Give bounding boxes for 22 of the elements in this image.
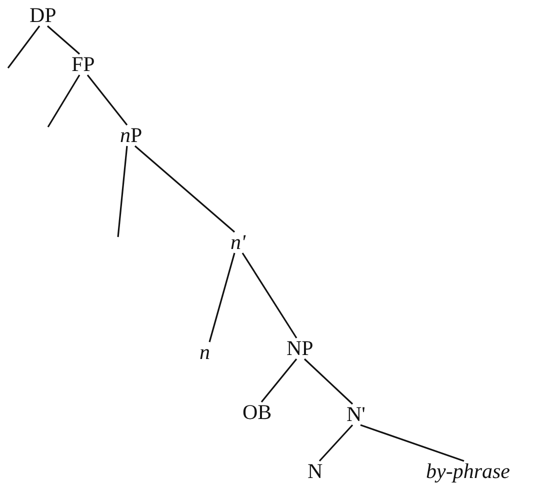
tree-branch <box>46 25 80 55</box>
tree-node-label: by-phrase <box>426 460 510 483</box>
tree-node-label: DP <box>30 4 56 27</box>
tree-node-label: n <box>200 340 210 364</box>
tree-branch <box>7 26 40 68</box>
tree-branch <box>260 358 298 402</box>
tree-node-label: N <box>308 460 323 483</box>
tree-branch <box>47 74 80 128</box>
tree-branch <box>134 145 236 233</box>
tree-node-label: n' <box>230 230 246 254</box>
tree-branch <box>242 252 298 338</box>
tree-branch <box>208 252 236 342</box>
tree-branch <box>117 146 128 238</box>
tree-node-label: OB <box>242 400 272 424</box>
tree-branch <box>86 74 128 126</box>
tree-node-label: nP <box>120 124 142 147</box>
tree-branch <box>318 424 354 462</box>
tree-node-label: NP <box>286 336 314 360</box>
tree-branch <box>360 424 464 462</box>
tree-node-label: N' <box>346 402 366 426</box>
tree-node-label: FP <box>72 52 95 76</box>
tree-branch <box>304 358 354 405</box>
